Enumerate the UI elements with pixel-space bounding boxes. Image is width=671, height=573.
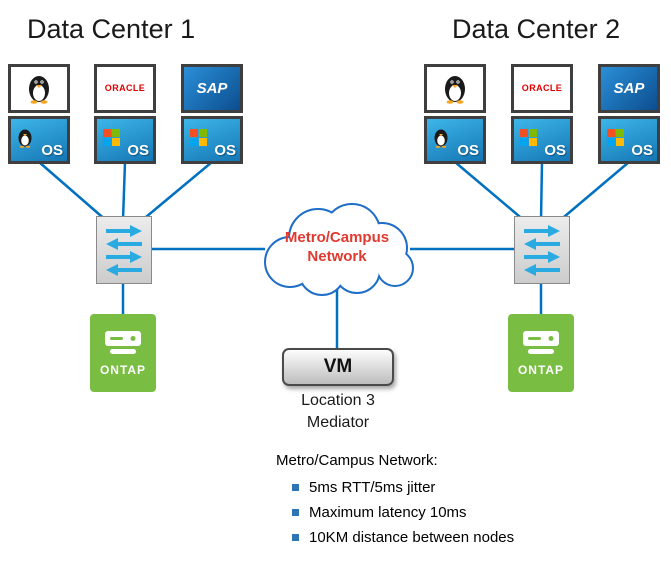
sap-label: SAP xyxy=(613,79,645,97)
mediator-caption-line2: Mediator xyxy=(306,414,370,431)
sap-label: SAP xyxy=(196,79,228,97)
oracle-logo: ORACLE xyxy=(94,64,156,113)
vm-mediator-box: VM xyxy=(282,348,394,386)
os-label: OS xyxy=(214,142,236,159)
oracle-logo: ORACLE xyxy=(511,64,573,113)
windows-logo-icon xyxy=(607,128,624,146)
linux-penguin-icon xyxy=(8,64,70,113)
linux-os-icon: OS xyxy=(424,115,486,164)
switch-arrows-icon xyxy=(524,225,560,276)
windows-os-icon: OS xyxy=(511,115,573,164)
cloud-label-line2: Network xyxy=(307,248,367,265)
metro-campus-cloud: Metro/Campus Network xyxy=(252,196,422,298)
storage-drive-icon xyxy=(105,331,141,354)
linux-penguin-small-icon xyxy=(17,127,33,153)
os-label: OS xyxy=(41,142,63,159)
dc2-server-linux: OS xyxy=(424,64,486,164)
notes-item-text: 10KM distance between nodes xyxy=(309,529,515,546)
oracle-label: ORACLE xyxy=(521,83,563,94)
linux-penguin-icon xyxy=(424,64,486,113)
windows-os-icon: OS xyxy=(598,115,660,164)
notes-item: 5ms RTT/5ms jitter xyxy=(292,479,514,496)
dc1-ontap-node: ONTAP xyxy=(90,314,156,392)
bullet-icon xyxy=(292,484,299,491)
dc1-server-linux: OS xyxy=(8,64,70,164)
dc2-server-sap: SAP OS xyxy=(598,64,660,164)
dc1-server-sap: SAP OS xyxy=(181,64,243,164)
windows-os-icon: OS xyxy=(181,115,243,164)
dc1-title: Data Center 1 xyxy=(27,14,196,44)
cloud-label-line1: Metro/Campus xyxy=(284,229,390,246)
linux-os-icon: OS xyxy=(8,115,70,164)
windows-logo-icon xyxy=(520,128,537,146)
windows-logo-icon xyxy=(103,128,120,146)
dc2-switch-icon xyxy=(514,216,570,284)
os-label: OS xyxy=(544,142,566,159)
bullet-icon xyxy=(292,534,299,541)
dc1-server-oracle: ORACLE OS xyxy=(94,64,156,164)
notes-item-text: 5ms RTT/5ms jitter xyxy=(309,479,436,496)
ontap-label: ONTAP xyxy=(517,363,565,377)
notes-list: 5ms RTT/5ms jitter Maximum latency 10ms … xyxy=(292,479,514,546)
oracle-label: ORACLE xyxy=(104,83,146,94)
vm-label: VM xyxy=(323,356,353,377)
switch-arrows-icon xyxy=(106,225,142,276)
notes-heading: Metro/Campus Network: xyxy=(276,452,438,469)
notes-item-text: Maximum latency 10ms xyxy=(309,504,467,521)
linux-penguin-small-icon xyxy=(433,127,449,153)
dc2-server-oracle: ORACLE OS xyxy=(511,64,573,164)
os-label: OS xyxy=(631,142,653,159)
os-label: OS xyxy=(457,142,479,159)
os-label: OS xyxy=(127,142,149,159)
network-notes: Metro/Campus Network: 5ms RTT/5ms jitter… xyxy=(276,452,514,546)
mediator-caption-line1: Location 3 xyxy=(301,392,375,409)
dc1-switch-icon xyxy=(96,216,152,284)
dc2-title: Data Center 2 xyxy=(452,14,621,44)
cloud-icon xyxy=(264,203,414,296)
windows-os-icon: OS xyxy=(94,115,156,164)
sap-logo: SAP xyxy=(181,64,243,113)
ontap-label: ONTAP xyxy=(99,363,147,377)
dc2-ontap-node: ONTAP xyxy=(508,314,574,392)
sap-logo: SAP xyxy=(598,64,660,113)
windows-logo-icon xyxy=(190,128,207,146)
bullet-icon xyxy=(292,509,299,516)
notes-item: 10KM distance between nodes xyxy=(292,529,514,546)
notes-item: Maximum latency 10ms xyxy=(292,504,514,521)
storage-drive-icon xyxy=(523,331,559,354)
cloud-label: Metro/Campus Network xyxy=(252,228,422,266)
